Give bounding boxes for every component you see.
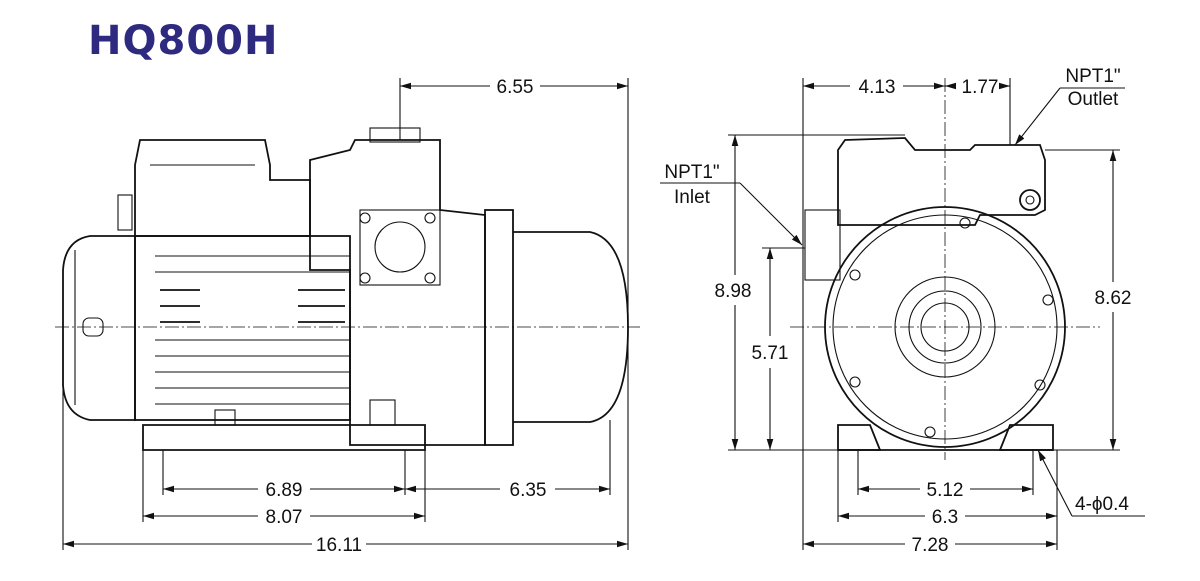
cooling-fins: [155, 255, 350, 405]
dimension-4-13: 4.13: [803, 77, 945, 98]
dimension-6-3: 6.3: [838, 507, 1057, 528]
dim-label: 5.12: [927, 480, 964, 501]
dim-label: 8.07: [266, 507, 303, 528]
outlet-label-line2: Outlet: [1068, 89, 1119, 110]
dim-label: 4.13: [859, 77, 896, 98]
dim-label: 16.11: [316, 535, 362, 556]
dimension-6-89: 6.89: [163, 480, 405, 501]
side-view: 6.55 6.89 6.35 8.07 16.11: [55, 77, 640, 556]
dim-label: 1.77: [962, 77, 999, 98]
side-extension-lines: [62, 78, 629, 550]
dim-label: 6.35: [510, 480, 547, 501]
front-view: 4.13 1.77 8.98 5.71 8.62 5.12: [660, 66, 1145, 556]
dimension-8-07: 8.07: [143, 507, 425, 528]
outlet-callout: NPT1" Outlet: [1014, 66, 1125, 146]
dimension-6-55: 6.55: [400, 77, 628, 98]
dim-label: 5.71: [752, 343, 789, 364]
dimension-8-62: 8.62: [1095, 150, 1132, 450]
dim-label: 8.62: [1095, 288, 1132, 309]
dimension-6-35: 6.35: [405, 480, 610, 501]
dim-label: 8.98: [715, 281, 752, 302]
dim-label: 6.55: [497, 77, 534, 98]
flange-bolts: [849, 217, 1054, 438]
dim-label: 6.3: [932, 507, 958, 528]
dimension-5-71: 5.71: [752, 248, 789, 450]
dim-label: 6.89: [266, 480, 303, 501]
model-title: HQ800H: [88, 18, 279, 64]
dimension-8-98: 8.98: [715, 135, 752, 450]
hole-label: 4-ϕ0.4: [1075, 494, 1129, 515]
inlet-label-line2: Inlet: [674, 187, 711, 208]
dimension-7-28: 7.28: [803, 535, 1057, 556]
dim-label: 7.28: [912, 535, 949, 556]
front-extension-lines: [728, 78, 1120, 550]
inlet-label-line1: NPT1": [664, 162, 719, 183]
inlet-callout: NPT1" Inlet: [660, 162, 803, 246]
outlet-label-line1: NPT1": [1065, 66, 1120, 87]
mounting-hole-callout: 4-ϕ0.4: [1037, 449, 1145, 517]
dimension-16-11: 16.11: [63, 535, 628, 556]
dimension-5-12: 5.12: [858, 480, 1033, 501]
dimension-1-77: 1.77: [945, 77, 1010, 98]
motor-body-outline: [55, 127, 640, 451]
